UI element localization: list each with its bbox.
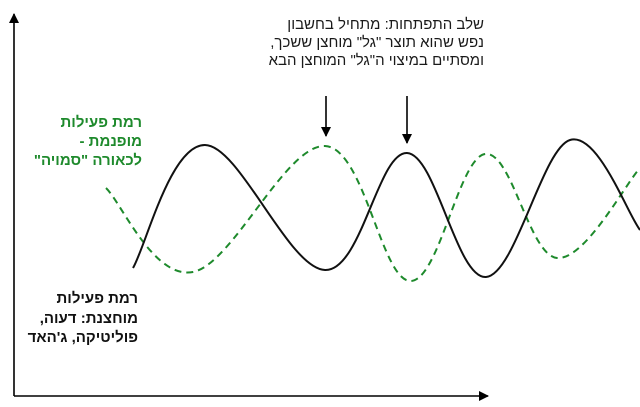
development-stage-annotation: שלב התפתחות: מתחיל בחשבון נפש שהוא תוצר … bbox=[246, 16, 484, 70]
overt-label-line: פוליטיקה, ג'האד bbox=[27, 329, 138, 346]
overt-label-line: רמת פעילות bbox=[56, 290, 138, 307]
overt-activity-wave bbox=[132, 138, 640, 279]
overt-activity-label: רמת פעילות מוחצנת: דעוה, פוליטיקה, ג'האד bbox=[14, 289, 138, 348]
latent-activity-label: רמת פעילות מופנמת - לכאורה "סמויה" bbox=[18, 113, 142, 171]
latent-label-line: לכאורה "סמויה" bbox=[33, 152, 142, 170]
annotation-line: שלב התפתחות: מתחיל בחשבון bbox=[287, 16, 484, 33]
annotation-line: נפש שהוא תוצר "גל" מוחצן ששכך, bbox=[270, 34, 484, 51]
latent-label-line: מופנמת - bbox=[79, 133, 142, 151]
annotation-line: ומסתיים במיצוי ה"גל" המוחצן הבא bbox=[268, 52, 484, 69]
overt-label-line: מוחצנת: דעוה, bbox=[39, 309, 138, 327]
latent-activity-wave bbox=[105, 144, 640, 283]
latent-label-line: רמת פעילות bbox=[60, 114, 142, 131]
